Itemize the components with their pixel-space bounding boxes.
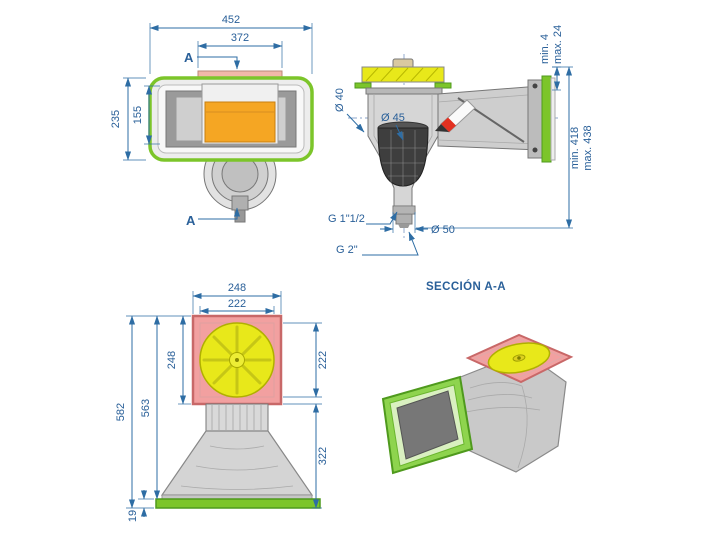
plan-basket-orange: [204, 101, 276, 143]
dim-d50-label: Ø 50: [431, 224, 455, 236]
faceplate-outer-lip: [550, 77, 556, 161]
dim-d40-label: Ø 40: [334, 88, 346, 112]
weir-float-red-tip: [441, 117, 456, 132]
lid-yellow: [361, 66, 445, 83]
section-a-bottom-label: A: [186, 213, 196, 228]
faceplate-screw-bottom: [532, 147, 538, 153]
gasket-right: [434, 82, 452, 89]
dim-582-label: 582: [115, 403, 127, 421]
front-view: 248 222: [115, 282, 329, 522]
outlet-pipe-lower: [395, 213, 413, 225]
dim-322-label: 322: [317, 447, 329, 465]
section-cut-arrow-bottom: [198, 207, 241, 220]
dim-19-label: 19: [127, 510, 139, 522]
iso-rib-3: [465, 407, 541, 413]
throat-inner-bottom: [437, 139, 541, 145]
g1half-leader: [366, 211, 398, 225]
lid-hatch: [365, 67, 439, 82]
g2-leader: [362, 231, 419, 256]
faceplate-screw-top: [532, 83, 538, 89]
basket-mesh-lines: [380, 130, 426, 186]
dim-min4-label: min. 4: [539, 34, 551, 64]
lid-spokes: [202, 325, 272, 395]
outlet-threads: [394, 207, 414, 213]
dim-max24-label: max. 24: [552, 25, 564, 64]
section-cut-arrow-top: [197, 56, 241, 70]
dim-155-label: 155: [132, 106, 144, 124]
drain-stub: [231, 195, 249, 211]
dim-563-label: 563: [140, 399, 152, 417]
section-caption: SECCIÓN A-A: [426, 280, 506, 293]
d45-leader: [395, 124, 404, 141]
lid-center-dot: [235, 358, 239, 362]
weir-float-point: [435, 124, 449, 132]
iso-view: [381, 333, 574, 475]
faceplate-green-gasket: [541, 75, 552, 163]
front-neck: [205, 403, 269, 432]
dim-g1half-label: G 1"1/2: [328, 213, 365, 225]
base-green-strip: [155, 498, 321, 509]
faceplate-plate: [527, 79, 543, 159]
iso-body-curve: [517, 385, 528, 469]
plan-view: 452 372 235 155 A A: [110, 14, 314, 228]
dim-248-top-label: 248: [228, 282, 246, 294]
d40-leader: [346, 113, 365, 133]
dim-g2-label: G 2": [336, 244, 358, 256]
section-view: min. 4 max. 24 min. 418 max. 438 Ø 40 Ø …: [328, 25, 594, 293]
dim-222-right-label: 222: [317, 351, 329, 369]
iso-rib-1: [469, 382, 523, 389]
flare-line-2: [195, 465, 279, 471]
lid-collar: [365, 87, 443, 95]
dim-372-label: 372: [231, 32, 249, 44]
front-flare-body: [160, 430, 314, 496]
iso-rib-2: [467, 394, 533, 401]
gasket-left: [354, 82, 372, 89]
flare-line-3: [180, 485, 294, 490]
dim-452-label: 452: [222, 14, 240, 26]
iso-mouth-opening: [396, 390, 459, 460]
section-a-top-label: A: [184, 50, 194, 65]
dim-235-label: 235: [110, 110, 122, 128]
flare-line-1: [209, 445, 265, 450]
dim-222-top-label: 222: [228, 298, 246, 310]
outlet-tip: [398, 224, 410, 228]
throat-inner-top: [437, 93, 541, 103]
neck-ribs: [211, 405, 262, 430]
dim-d45-label: Ø 45: [381, 112, 405, 124]
dim-248-left-label: 248: [166, 351, 178, 369]
dim-min418-label: min. 418: [569, 127, 581, 169]
iso-lid-dot: [517, 356, 521, 360]
dim-max438-label: max. 438: [582, 125, 594, 170]
